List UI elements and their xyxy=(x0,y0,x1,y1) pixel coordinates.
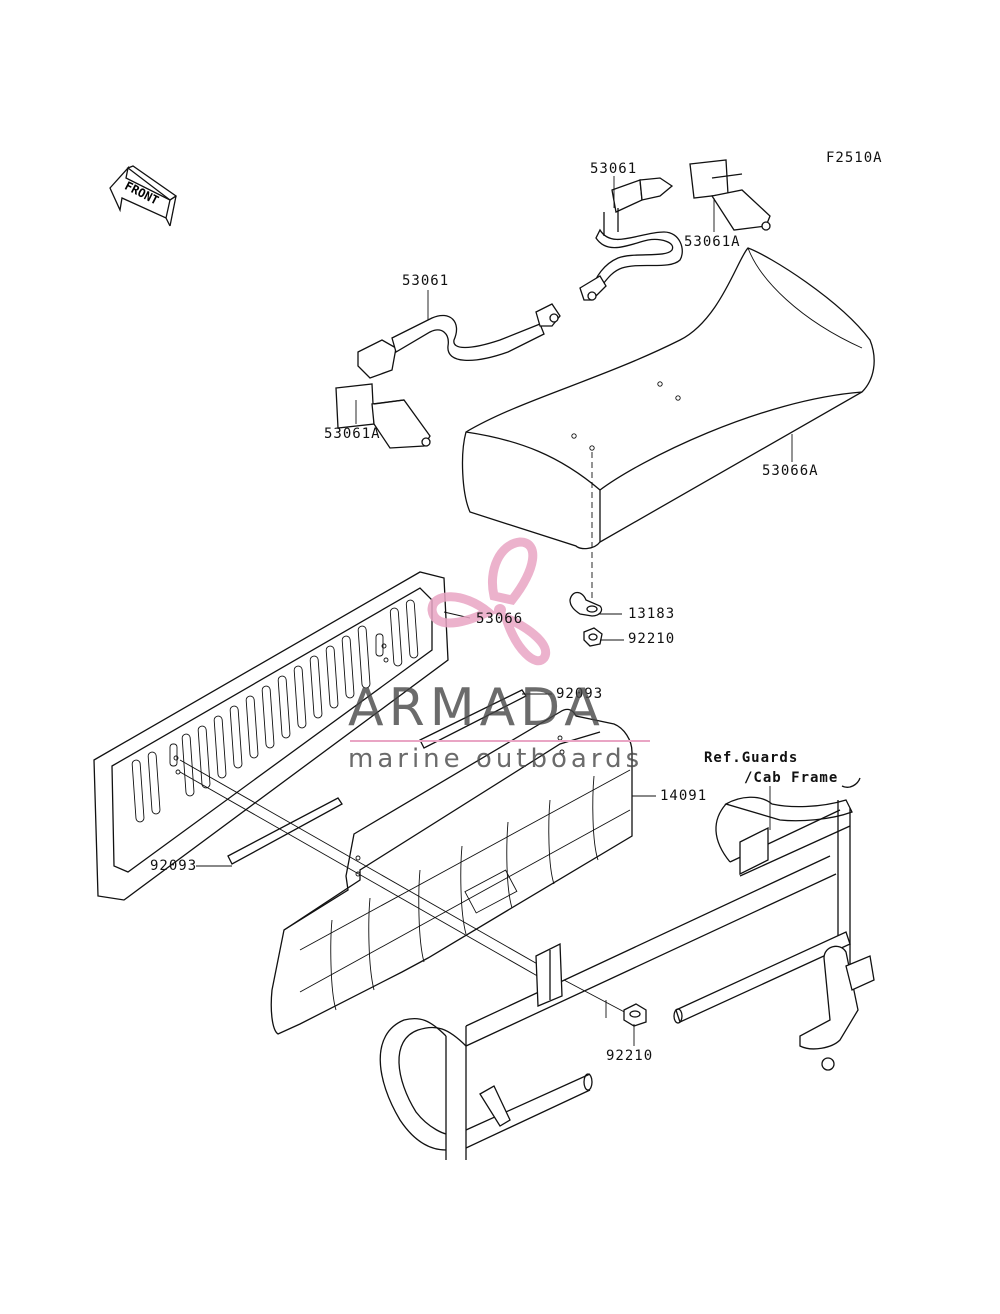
label-14091: 14091 xyxy=(660,788,708,804)
cab-frame-guard xyxy=(379,777,875,1160)
rod-92093-upper xyxy=(419,689,527,749)
label-53066: 53066 xyxy=(476,611,524,627)
assembly-lines xyxy=(179,759,633,1018)
seat-cushion-53066a xyxy=(461,247,875,600)
nut-92210-lower xyxy=(623,1003,647,1027)
top-buckle-strap xyxy=(689,159,771,231)
label-92093-lower: 92093 xyxy=(150,858,198,874)
ref-guards-label: Ref.Guards xyxy=(704,750,799,766)
seat-back-53066 xyxy=(93,571,449,901)
label-92093-upper: 92093 xyxy=(556,686,604,702)
label-53066a: 53066A xyxy=(762,463,819,479)
label-13183: 13183 xyxy=(628,606,676,622)
front-arrow-icon: FRONT xyxy=(109,165,178,227)
nut-92210-upper xyxy=(583,627,603,647)
left-seat-strap xyxy=(357,303,561,379)
top-seat-strap xyxy=(579,177,683,301)
ref-cab-frame-label: /Cab Frame xyxy=(744,770,839,786)
label-92210-upper: 92210 xyxy=(628,631,676,647)
bracket-13183 xyxy=(569,591,603,617)
label-92210-lower: 92210 xyxy=(606,1048,654,1064)
label-53061a-left: 53061A xyxy=(324,426,381,442)
label-53061-top: 53061 xyxy=(590,161,638,177)
watermark-title: ARMADA xyxy=(348,678,605,738)
watermark-logo-icon xyxy=(427,537,551,666)
label-53061-left: 53061 xyxy=(402,273,450,289)
rod-92093-lower xyxy=(227,797,343,865)
label-53061a-top: 53061A xyxy=(684,234,741,250)
diagram-code: F2510A xyxy=(826,150,883,166)
left-buckle-strap xyxy=(335,383,431,449)
watermark-subtitle: marine outboards xyxy=(348,744,644,774)
